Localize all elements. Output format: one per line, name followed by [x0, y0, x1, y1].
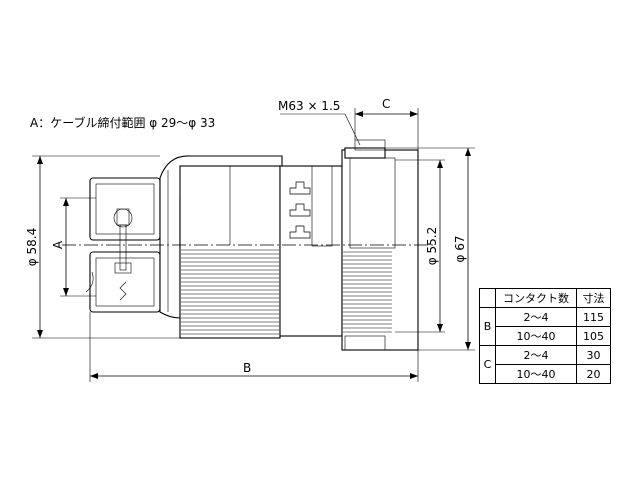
table-cell-count: 2～4: [495, 307, 577, 327]
table-group-b: B: [479, 307, 496, 346]
thread-label: M63 × 1.5: [278, 99, 340, 113]
terminal-pin: [289, 181, 311, 195]
table-header-count: コンタクト数: [495, 288, 577, 308]
table-cell-value: 30: [576, 345, 611, 365]
coupling-ring: [341, 139, 419, 351]
table-cell-count: 10～40: [495, 364, 577, 384]
terminal-pin: [289, 203, 311, 217]
table-row: C 2～4 30: [479, 345, 611, 384]
table-cell-value: 20: [576, 364, 611, 384]
terminal-pin: [289, 225, 311, 239]
dimension-a-label: A: [51, 240, 65, 249]
back-shell: [179, 165, 281, 339]
table-row: 10～40 105: [480, 326, 611, 346]
diameter-67-label: φ 67: [453, 236, 467, 263]
table-group-c: C: [479, 345, 496, 384]
dimension-lines: [32, 108, 475, 382]
table-row: 10～40 20: [480, 364, 611, 384]
table-cell-value: 105: [576, 326, 611, 346]
cable-clamp-range-note: A：ケーブル締付範囲 φ 29～φ 33: [30, 116, 216, 130]
table-row: B 2～4 115: [479, 307, 611, 346]
table-cell-value: 115: [576, 307, 611, 327]
diameter-58-4-label: φ 58.4: [25, 228, 39, 266]
dimension-c-label: C: [382, 97, 390, 111]
dimension-b-label: B: [243, 361, 251, 375]
table-cell-count: 2～4: [495, 345, 577, 365]
dimension-table: コンタクト数 寸法 B 2～4 115 10～40 105 C 2～4 30 1…: [479, 288, 611, 384]
cable-clamp: [85, 177, 161, 313]
table-header-row: コンタクト数 寸法: [479, 288, 611, 308]
table-cell-count: 10～40: [495, 326, 577, 346]
middle-body: [279, 165, 343, 337]
diameter-55-2-label: φ 55.2: [425, 227, 439, 265]
table-header-dim: 寸法: [576, 288, 611, 308]
table-header-blank: [479, 288, 496, 308]
